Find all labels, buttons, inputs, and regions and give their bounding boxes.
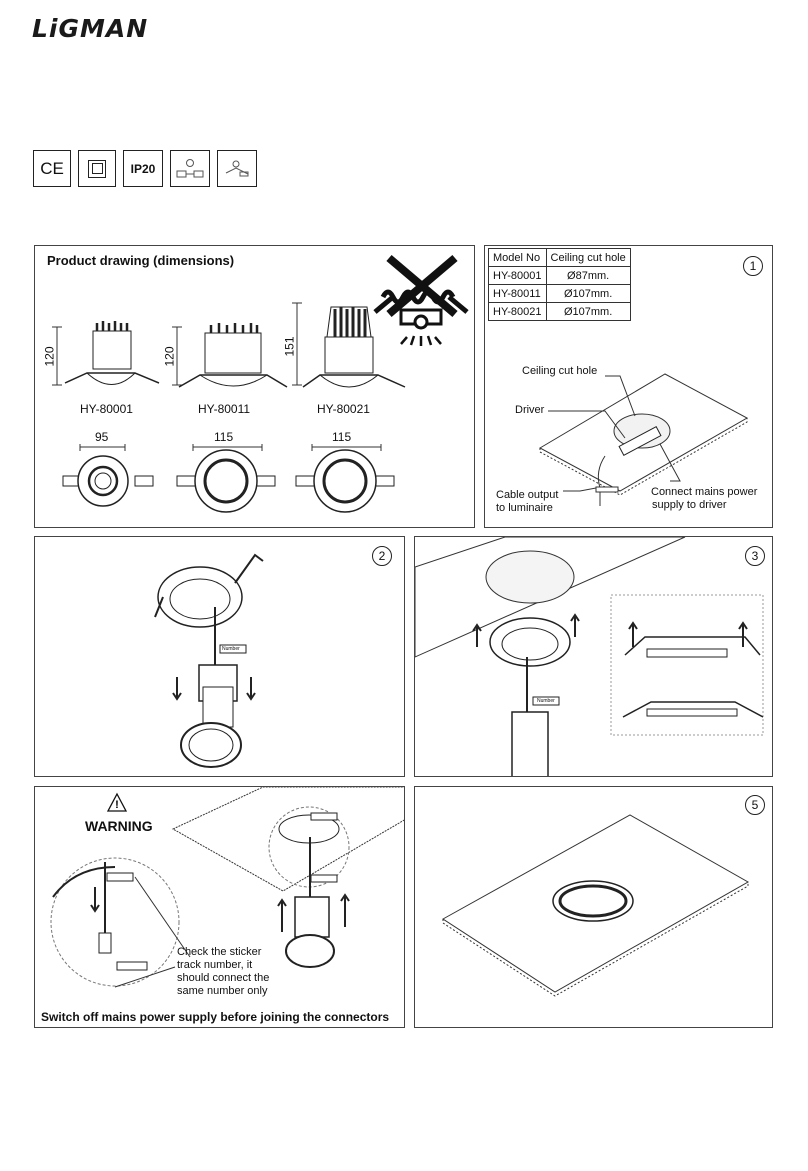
width-label-HY-80001: 95 [95, 430, 109, 444]
product-drawing-title: Product drawing (dimensions) [47, 253, 235, 268]
step-3-panel: 3 Number [414, 536, 773, 777]
step-number: 2 [372, 546, 392, 566]
model-label-HY-80011: HY-80011 [198, 402, 251, 416]
front-views [62, 444, 395, 513]
brand-logo: LiGMAN [32, 14, 149, 43]
label-ceiling-cut-hole: Ceiling cut hole [522, 365, 598, 377]
front-view-HY-80001 [62, 444, 154, 507]
step-number: 3 [745, 546, 765, 566]
width-label-HY-80021: 115 [332, 430, 352, 444]
number-tag: Number [537, 698, 555, 704]
fitting-assembly-illustration [154, 553, 264, 768]
label-driver: Driver [515, 404, 545, 416]
height-label-HY-80001: 120 [42, 346, 57, 367]
check-sticker-note: Check the sticker track number, it shoul… [177, 946, 270, 997]
warning-triangle-icon: ! [106, 792, 128, 812]
cut-hole-table: Model No Ceiling cut hole HY-80001 Ø87mm… [488, 248, 631, 321]
ceiling-insertion-illustration [415, 537, 764, 776]
model-label-HY-80021: HY-80021 [317, 402, 370, 416]
table-row: HY-80021 Ø107mm. [488, 302, 631, 321]
number-tag: Number [222, 646, 240, 652]
warning-label: WARNING [85, 818, 153, 834]
side-view-HY-80021 [292, 302, 406, 388]
installed-downlight-illustration [442, 814, 750, 997]
certification-marks: CE IP20 [33, 150, 257, 187]
table-cell: Ø87mm. [545, 266, 631, 285]
ip-rating-badge: IP20 [123, 150, 163, 187]
table-cell: HY-80011 [488, 284, 547, 303]
front-view-HY-80011 [176, 444, 276, 513]
wiring-symbol-icon [217, 150, 257, 187]
ceiling-driver-illustration [538, 373, 749, 506]
table-cell: Ø107mm. [545, 302, 631, 321]
no-insulation-cover-icon [373, 254, 469, 346]
class-ii-icon [78, 150, 116, 187]
step-number: 5 [745, 795, 765, 815]
model-label-HY-80001: HY-80001 [80, 402, 133, 416]
step-number: 1 [743, 256, 763, 276]
side-views [52, 302, 406, 388]
ce-mark: CE [33, 150, 71, 187]
side-view-HY-80001 [52, 321, 160, 386]
table-header-row: Model No Ceiling cut hole [488, 248, 631, 267]
table-row: HY-80001 Ø87mm. [488, 266, 631, 285]
product-drawing-panel: Product drawing (dimensions) [34, 245, 475, 528]
driver-symbol-icon [170, 150, 210, 187]
table-row: HY-80011 Ø107mm. [488, 284, 631, 303]
step-1-panel: Model No Ceiling cut hole HY-80001 Ø87mm… [484, 245, 773, 528]
table-header: Model No [488, 248, 547, 267]
table-cell: Ø107mm. [545, 284, 631, 303]
svg-text:!: ! [115, 799, 119, 811]
height-label-HY-80011: 120 [162, 346, 177, 367]
table-cell: HY-80021 [488, 302, 547, 321]
connector-joining-illustration [50, 787, 404, 988]
table-header: Ceiling cut hole [545, 248, 631, 267]
step-5-panel: 5 [414, 786, 773, 1028]
width-label-HY-80011: 115 [214, 430, 234, 444]
safety-footer: Switch off mains power supply before joi… [41, 1010, 390, 1024]
side-view-HY-80011 [172, 323, 288, 388]
step-4-panel: 4 ! WARNING Check the sticker track numb… [34, 786, 405, 1028]
step-2-panel: 2 Number [34, 536, 405, 777]
height-label-HY-80021: 151 [282, 336, 297, 357]
table-cell: HY-80001 [488, 266, 547, 285]
front-view-HY-80021 [295, 444, 395, 513]
